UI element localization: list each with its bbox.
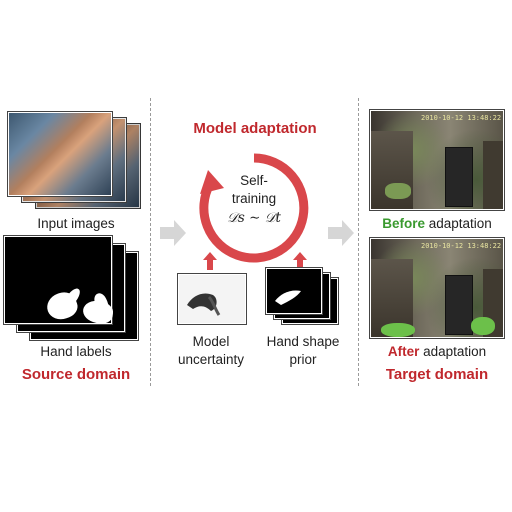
- self-training-line2: training: [231, 191, 277, 206]
- floor-mat-after: [445, 275, 473, 335]
- after-timestamp: 2010-10-12 13:48:22: [421, 242, 502, 250]
- before-word: Before: [382, 216, 425, 231]
- before-timestamp: 2010-10-12 13:48:22: [421, 114, 502, 122]
- source-domain-label: Source domain: [21, 366, 131, 383]
- model-adaptation-title: Model adaptation: [193, 120, 317, 137]
- prior-hand-shape-icon: [275, 290, 301, 305]
- input-image-front: [8, 112, 112, 196]
- before-adaptation-image: 2010-10-12 13:48:22: [370, 110, 504, 210]
- after-hand-right: [471, 317, 495, 335]
- self-training-line1: Self-: [240, 173, 268, 188]
- hand-labels-label: Hand labels: [40, 344, 112, 359]
- hand-shape-prior-stack: [266, 268, 338, 326]
- after-hand-left: [381, 323, 415, 337]
- prior-line2: prior: [289, 352, 317, 367]
- floor-mat: [445, 147, 473, 207]
- domain-formula: 𝒟s ∼ 𝒟t: [227, 210, 281, 226]
- target-domain-label: Target domain: [385, 366, 489, 383]
- before-rest: adaptation: [424, 216, 492, 231]
- before-adaptation-label: Before adaptation: [364, 216, 510, 231]
- arrow-model-to-target-icon: [328, 220, 354, 246]
- after-word: After: [387, 344, 420, 359]
- hand-label-front: [4, 236, 115, 326]
- self-training-cycle-icon: [199, 153, 309, 263]
- uncertainty-line2: uncertainty: [177, 352, 245, 367]
- prior-front: [266, 268, 322, 314]
- input-images-label: Input images: [37, 216, 115, 231]
- workbench-right: [483, 141, 503, 209]
- prior-up-arrow-icon: [293, 252, 307, 270]
- left-divider: [150, 98, 151, 386]
- uncertainty-shape-icon: [187, 293, 221, 316]
- hand-labels-stack: [4, 236, 140, 342]
- uncertainty-up-arrow-icon: [203, 252, 217, 270]
- after-adaptation-label: After adaptation: [364, 344, 510, 359]
- prior-line1: Hand shape: [266, 334, 340, 349]
- right-divider: [358, 98, 359, 386]
- arrow-source-to-model-icon: [160, 220, 186, 246]
- after-adaptation-image: 2010-10-12 13:48:22: [370, 238, 504, 338]
- after-rest: adaptation: [419, 344, 487, 359]
- input-images-stack: [8, 112, 140, 212]
- before-hand-region: [385, 183, 411, 199]
- uncertainty-map-image: [178, 274, 246, 324]
- uncertainty-line1: Model: [192, 334, 230, 349]
